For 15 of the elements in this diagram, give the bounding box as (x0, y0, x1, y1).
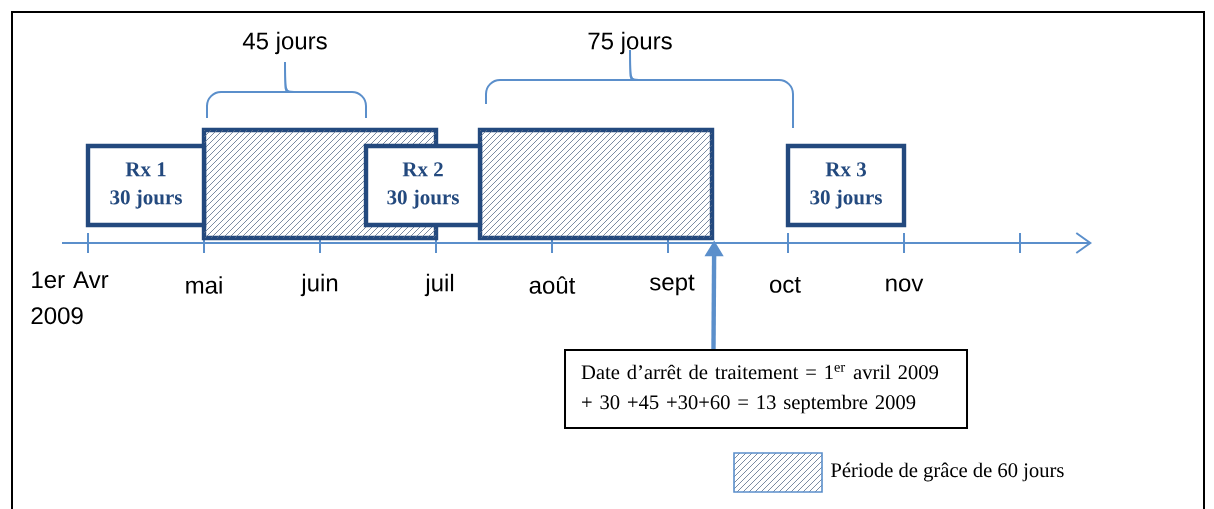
month-label: juil (424, 273, 454, 297)
month-label: mai (186, 276, 222, 294)
month-label: oct (770, 277, 801, 293)
month-label: août (529, 276, 576, 294)
month-label: sept (650, 274, 695, 296)
month-label: nov (886, 278, 924, 292)
prescription-box: Rx 1 30 jours (85, 143, 207, 228)
duration-label: 75 jours (588, 31, 672, 55)
prescription-box: Rx 3 30 jours (785, 143, 907, 228)
month-label: juin (300, 273, 338, 297)
note-box: Date d’arrêt de traitement = 1$^{er}$ avril 2009 + 30 +45 +30+60 = 13 septembre 2009 (564, 349, 968, 429)
legend-label: Période de grâce de 60 jours (831, 462, 1064, 482)
prescription-box: Rx 2 30 jours (363, 143, 483, 228)
duration-label: 45 jours (242, 31, 327, 55)
month-label: 1er Avr 2009 (31, 271, 109, 325)
